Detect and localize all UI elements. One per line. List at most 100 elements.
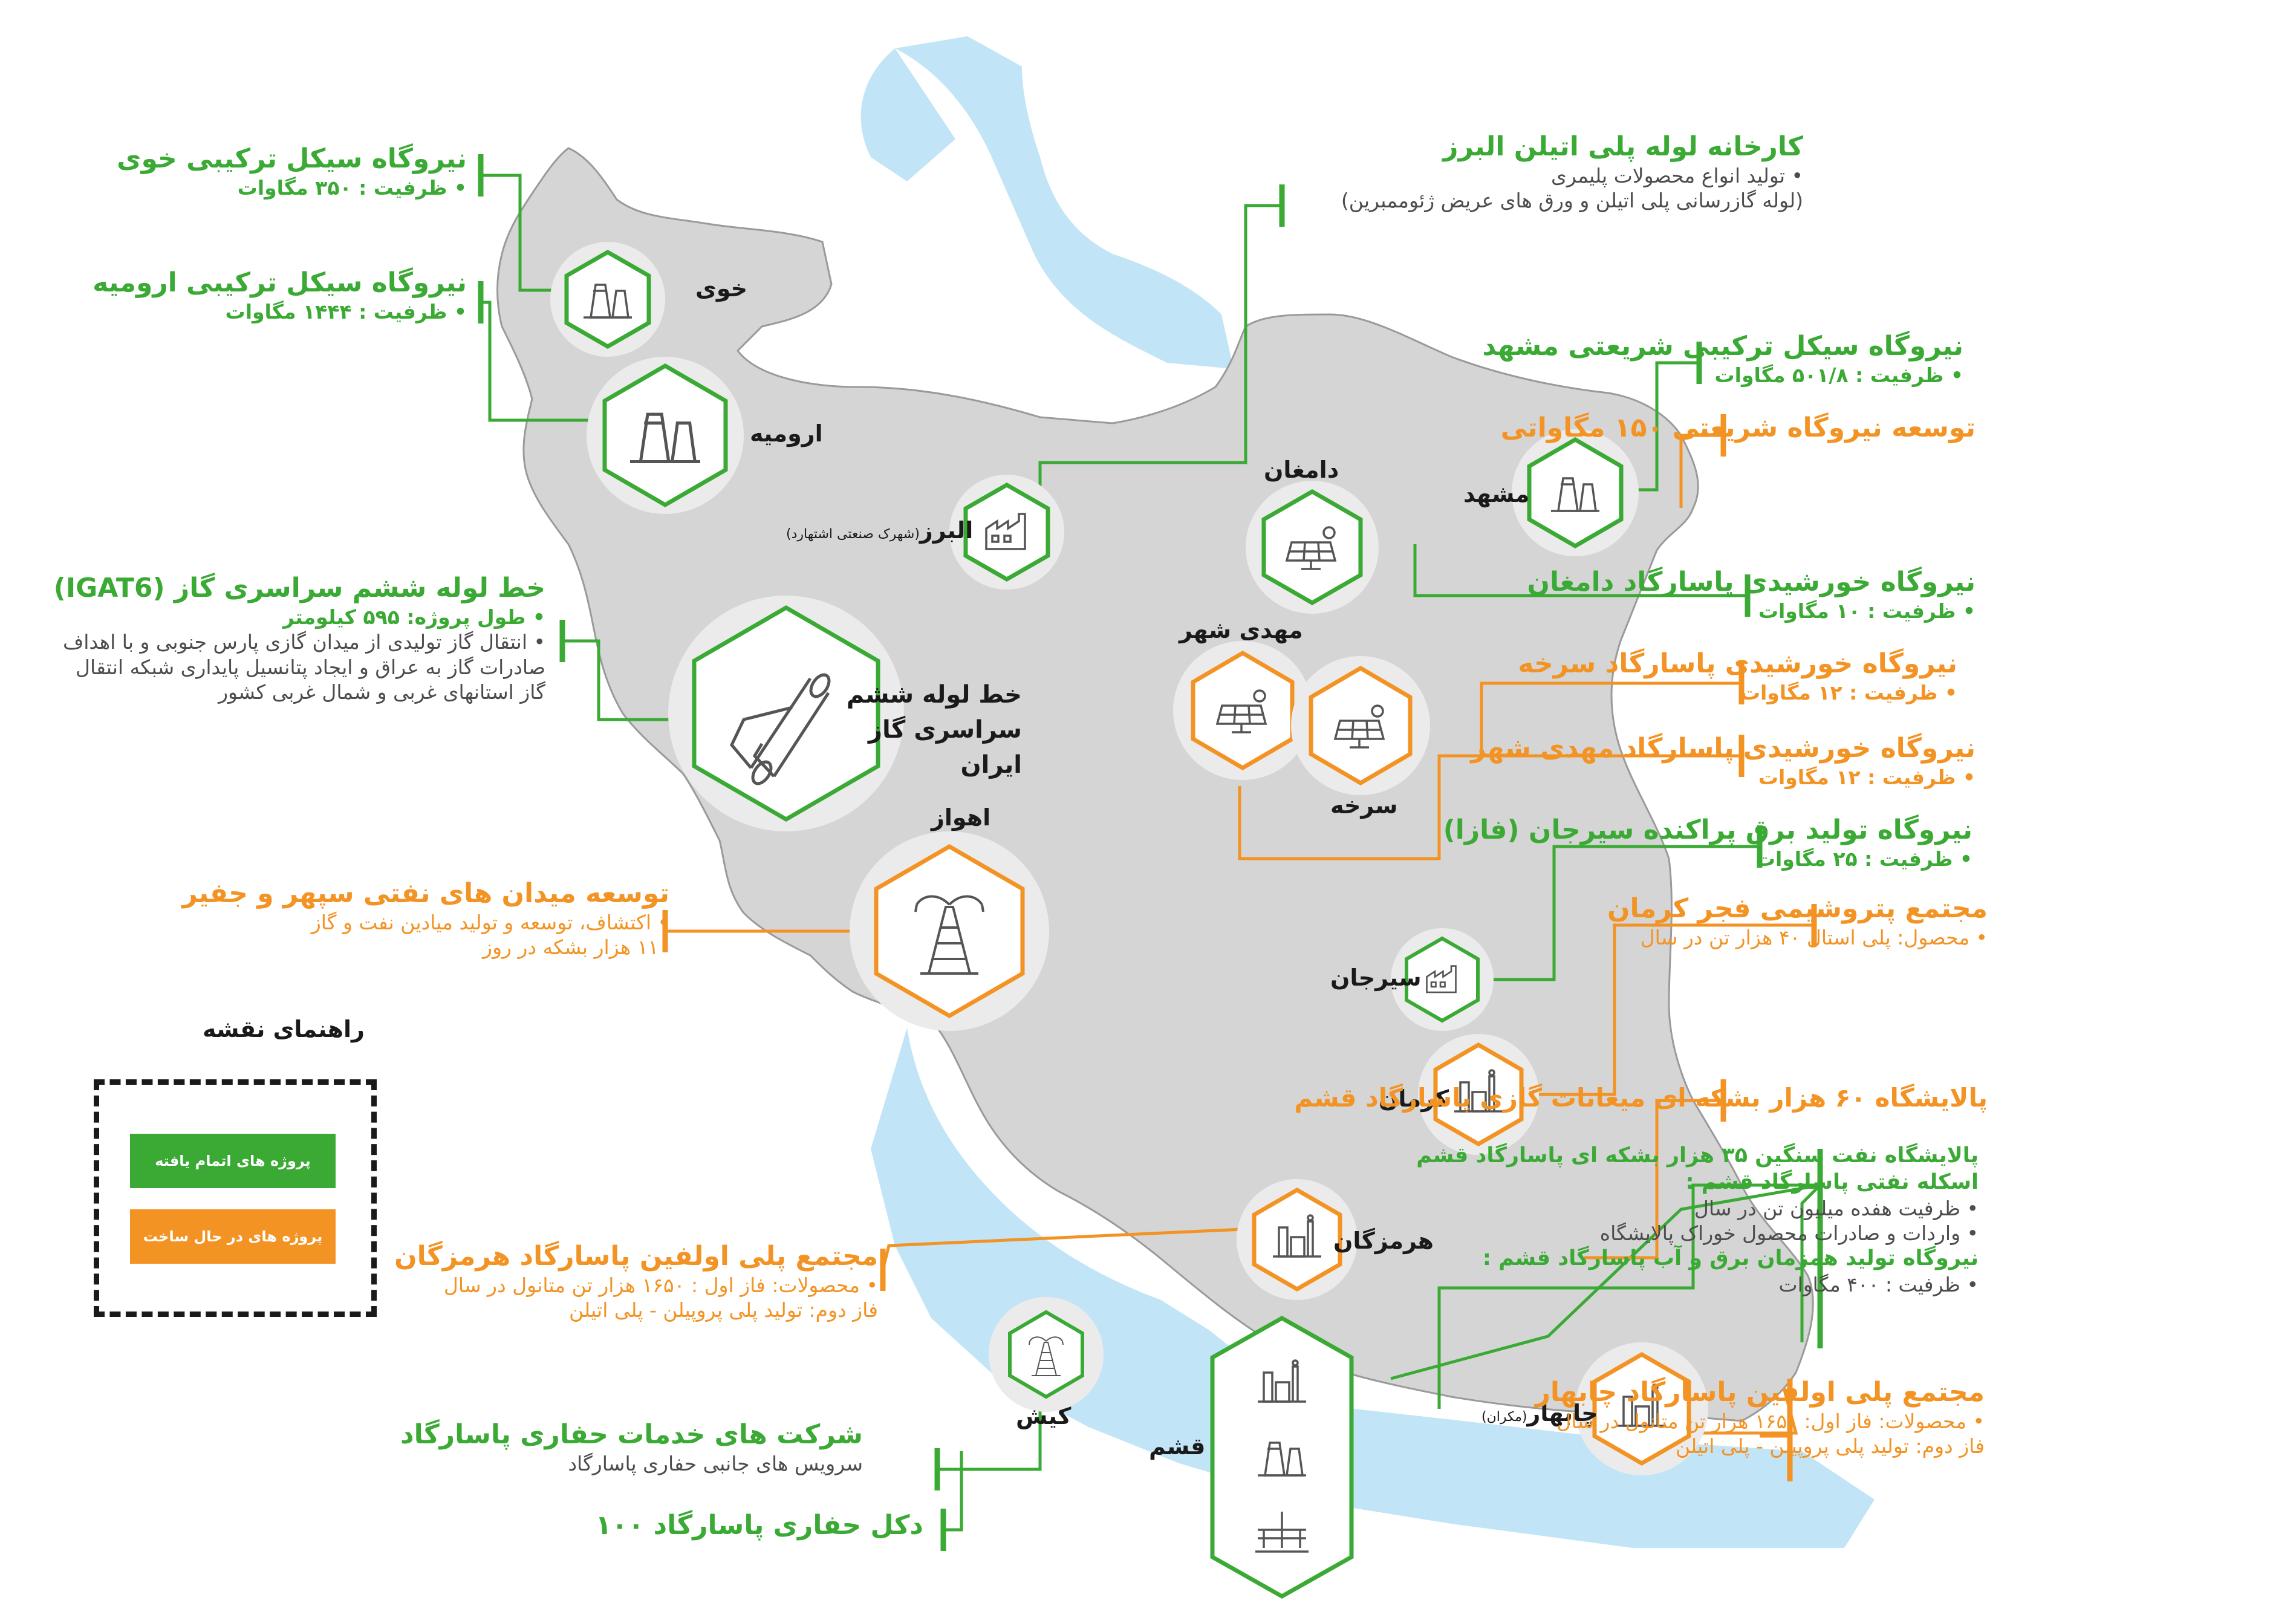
project-mashhad-capacity: • ظرفیت : ۵۰۱/۸ مگاوات: [1714, 363, 1963, 387]
project-qeshm: پالایشگاه نفت سنگین ۳۵ هزار بشکه ای پاسا…: [1416, 1143, 1979, 1297]
project-drilling-title: شرکت های خدمات حفاری پاسارگاد: [400, 1419, 863, 1450]
city-alborz: البرز(شهرک صنعتی اشتهارد): [786, 517, 973, 544]
marker-sirjan[interactable]: [1391, 928, 1494, 1031]
project-igat: خط لوله ششم سراسری گاز (IGAT6) • طول پرو…: [54, 571, 545, 704]
project-mashhad-dev: توسعه نیروگاه شریعتی ۱۵۰ مگاواتی: [1501, 411, 1976, 444]
city-hormozgan: هرمزگان: [1333, 1227, 1434, 1254]
marker-mahdishahr[interactable]: [1173, 641, 1312, 780]
project-sirjan-title: نیروگاه تولید برق پراکنده سیرجان (فازا): [1443, 814, 1972, 845]
project-igat-length: • طول پروژه: ۵۹۵ کیلومتر: [282, 605, 545, 629]
project-khoy-capacity: • ظرفیت : ۳۵۰ مگاوات: [237, 176, 467, 200]
project-rig: دکل حفاری پاسارگاد ۱۰۰: [596, 1509, 923, 1542]
project-kerman-title: مجتمع پتروشیمی فجر کرمان: [1607, 893, 1988, 924]
project-chabahar-desc-2: فاز دوم: تولید پلی پروپیلن - پلی اتیلن: [1676, 1434, 1985, 1458]
project-qeshm-gas-title: پالایشگاه ۶۰ هزار بشکه ای میعانات گازی پ…: [1294, 1083, 1988, 1113]
city-khoy: خوی: [695, 275, 748, 302]
city-sorkheh: سرخه: [1330, 792, 1398, 819]
project-alborz-desc-2: (لوله گازرسانی پلی اتیلن و ورق های عریض …: [1341, 189, 1803, 213]
city-alborz-name: البرز: [919, 517, 974, 544]
project-igat-title: خط لوله ششم سراسری گاز (IGAT6): [53, 573, 545, 603]
project-qeshm-port: اسکله نفتی پاسارگاد قشم :: [1685, 1169, 1979, 1194]
project-mashhad: نیروگاه سیکل ترکیبی شریعتی مشهد • ظرفیت …: [1482, 330, 1963, 388]
project-sepehr: توسعه میدان های نفتی سپهر و جفیر • اکتشا…: [182, 877, 669, 960]
city-chabahar-note: (مکران): [1481, 1409, 1527, 1425]
project-sorkheh-title: نیروگاه خورشیدی پاسارگاد سرخه: [1518, 648, 1957, 679]
project-rig-title: دکل حفاری پاسارگاد ۱۰۰: [595, 1510, 923, 1541]
marker-qeshm[interactable]: [1210, 1315, 1354, 1599]
project-mashhad-dev-title: توسعه نیروگاه شریعتی ۱۵۰ مگاواتی: [1500, 412, 1976, 443]
project-qeshm-cogen-capacity: • ظرفیت : ۴۰۰ مگاوات: [1778, 1272, 1979, 1296]
project-drilling: شرکت های خدمات حفاری پاسارگاد سرویس های …: [400, 1418, 863, 1476]
marker-igat[interactable]: [668, 596, 904, 831]
city-urmia: ارومیه: [750, 420, 823, 447]
connector-lines: [478, 154, 1823, 1551]
city-chabahar-name: چابهار: [1527, 1400, 1598, 1426]
project-kerman-desc: • محصول: پلی استال ۴۰ هزار تن در سال: [1640, 926, 1988, 949]
project-mahdishahr-title: نیروگاه خورشیدی پاسارگاد مهدی شهر: [1471, 733, 1976, 764]
marker-kish[interactable]: [989, 1297, 1104, 1412]
project-mashhad-title: نیروگاه سیکل ترکیبی شریعتی مشهد: [1482, 331, 1963, 362]
project-qeshm-gas: پالایشگاه ۶۰ هزار بشکه ای میعانات گازی پ…: [1294, 1082, 1988, 1114]
project-chabahar-desc-1: • محصولات: فاز اول: ۱۶۵۰ هزار تن متانول …: [1556, 1409, 1985, 1433]
marker-urmia[interactable]: [587, 357, 744, 514]
project-urmia-title: نیروگاه سیکل ترکیبی ارومیه: [93, 267, 467, 298]
project-drilling-desc: سرویس های جانبی حفاری پاسارگاد: [568, 1452, 863, 1475]
marker-hormozgan[interactable]: [1237, 1179, 1358, 1300]
project-urmia: نیروگاه سیکل ترکیبی ارومیه • ظرفیت : ۱۴۴…: [93, 266, 467, 324]
marker-khoy[interactable]: [550, 242, 665, 357]
project-qeshm-port-desc-2: • واردات و صادرات محصول خوراک پالایشگاه: [1599, 1221, 1979, 1245]
city-damghan: دامغان: [1264, 457, 1339, 483]
marker-chabahar[interactable]: [1575, 1342, 1708, 1475]
project-sepehr-desc-1: • اکتشاف، توسعه و تولید میادین نفت و گاز: [311, 911, 669, 934]
legend-completed: پروژه های اتمام یافته: [130, 1134, 336, 1188]
city-ahvaz: اهواز: [931, 804, 991, 831]
project-qeshm-cogen: نیروگاه تولید همزمان برق و آب پاسارگاد ق…: [1482, 1246, 1979, 1270]
marker-ahvaz[interactable]: [850, 831, 1049, 1031]
project-igat-desc-1: • انتقال گاز تولیدی از میدان گازی پارس ج…: [63, 630, 545, 654]
city-kish: کیش: [1016, 1403, 1072, 1429]
project-chabahar: مجتمع پلی اولفین پاسارگاد چابهار • محصول…: [1535, 1376, 1985, 1459]
city-alborz-note: (شهرک صنعتی اشتهارد): [786, 527, 920, 542]
city-qeshm: قشم: [1149, 1433, 1206, 1460]
project-igat-desc-3: گاز استانهای غربی و شمال غربی کشور: [218, 680, 545, 704]
project-sepehr-desc-2: ۱۱۰ هزار بشکه در روز: [483, 935, 669, 960]
project-urmia-capacity: • ظرفیت : ۱۴۴۴ مگاوات: [225, 300, 467, 323]
project-khoy: نیروگاه سیکل ترکیبی خوی • ظرفیت : ۳۵۰ مگ…: [117, 142, 467, 200]
project-sepehr-title: توسعه میدان های نفتی سپهر و جفیر: [182, 878, 669, 909]
marker-alborz[interactable]: [949, 475, 1064, 590]
project-chabahar-title: مجتمع پلی اولفین پاسارگاد چابهار: [1535, 1377, 1985, 1408]
project-damghan-title: نیروگاه خورشیدی پاسارگاد دامغان: [1527, 567, 1976, 597]
legend-box: [94, 1079, 377, 1317]
project-kerman: مجتمع پتروشیمی فجر کرمان • محصول: پلی اس…: [1607, 892, 1988, 950]
city-kerman: کرمان: [1379, 1085, 1449, 1112]
project-mahdishahr-capacity: • ظرفیت : ۱۲ مگاوات: [1758, 765, 1976, 789]
project-sorkheh: نیروگاه خورشیدی پاسارگاد سرخه • ظرفیت : …: [1518, 647, 1957, 705]
project-qeshm-refinery: پالایشگاه نفت سنگین ۳۵ هزار بشکه ای پاسا…: [1416, 1143, 1979, 1168]
project-khoy-title: نیروگاه سیکل ترکیبی خوی: [117, 143, 467, 174]
city-igat: خط لوله ششم سراسری گاز ایران: [846, 681, 1022, 779]
water-bodies: [860, 36, 1875, 1548]
legend-in-progress: پروژه های در حال ساخت: [130, 1209, 336, 1264]
legend-title: راهنمای نقشه: [203, 1016, 365, 1042]
project-igat-desc-2: صادرات گاز به عراق و ایجاد پتانسیل پایدا…: [76, 655, 545, 679]
marker-damghan[interactable]: [1246, 481, 1379, 614]
project-hormozgan-title: مجتمع پلی اولفین پاسارگاد هرمزگان: [394, 1241, 878, 1272]
project-sirjan-capacity: • ظرفیت : ۲۵ مگاوات: [1755, 847, 1972, 871]
project-alborz: کارخانه لوله پلی اتیلن البرز • تولید انو…: [1341, 130, 1803, 213]
project-damghan-capacity: • ظرفیت : ۱۰ مگاوات: [1758, 599, 1976, 623]
project-hormozgan-desc-1: • محصولات: فاز اول : ۱۶۵۰ هزار تن متانول…: [443, 1273, 878, 1297]
city-mahdishahr: مهدی شهر: [1179, 617, 1303, 643]
project-qeshm-port-desc-1: • ظرفیت هفده میلیون تن در سال: [1694, 1196, 1979, 1220]
project-hormozgan: مجتمع پلی اولفین پاسارگاد هرمزگان • محصو…: [394, 1240, 878, 1323]
city-sirjan: سیرجان: [1330, 964, 1422, 991]
project-alborz-title: کارخانه لوله پلی اتیلن البرز: [1443, 131, 1803, 162]
marker-sorkheh[interactable]: [1291, 656, 1430, 795]
project-alborz-desc-1: • تولید انواع محصولات پلیمری: [1551, 164, 1803, 187]
project-damghan: نیروگاه خورشیدی پاسارگاد دامغان • ظرفیت …: [1527, 565, 1976, 623]
marker-mashhad[interactable]: [1512, 429, 1639, 556]
marker-kerman[interactable]: [1418, 1034, 1539, 1155]
city-chabahar: چابهار(مکران): [1481, 1400, 1598, 1426]
port-icon: [1255, 1512, 1309, 1553]
project-hormozgan-desc-2: فاز دوم: تولید پلی پروپیلن - پلی اتیلن: [569, 1298, 878, 1322]
